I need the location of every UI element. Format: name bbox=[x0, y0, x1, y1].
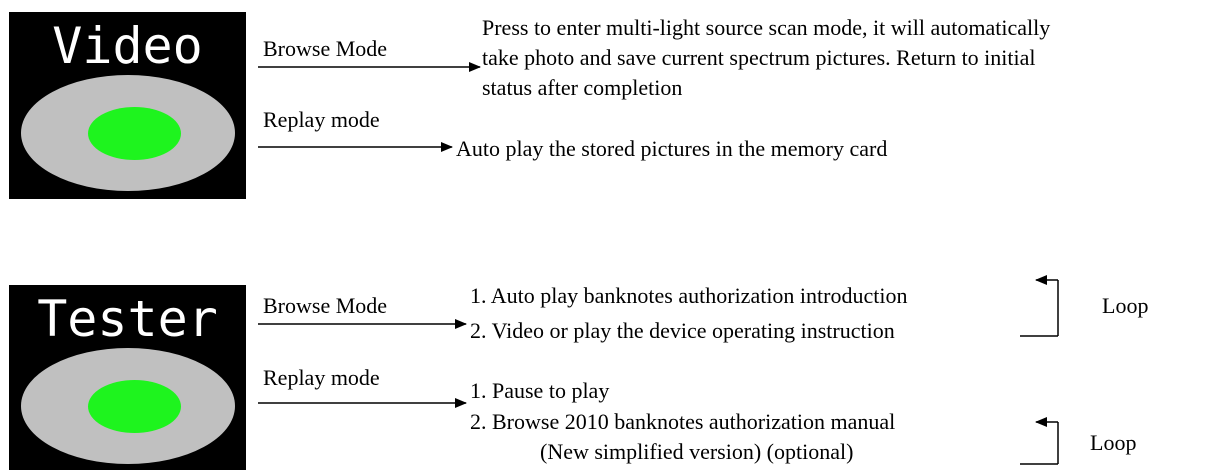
tester-indicator-icon bbox=[88, 380, 181, 433]
tester-browse-item-2: 2. Video or play the device operating in… bbox=[470, 318, 895, 343]
video-replay-mode-label: Replay mode bbox=[263, 107, 380, 132]
tester-button-label: Tester bbox=[37, 290, 218, 348]
video-button-label: Video bbox=[52, 17, 203, 75]
video-browse-desc-line-2: take photo and save current spectrum pic… bbox=[482, 45, 1036, 70]
video-browse-desc-line-1: Press to enter multi-light source scan m… bbox=[482, 15, 1051, 40]
tester-replay-mode-label: Replay mode bbox=[263, 365, 380, 390]
video-button[interactable]: Video bbox=[9, 12, 246, 199]
tester-browse-loop-bracket bbox=[1020, 275, 1059, 337]
tester-replay-loop-bracket bbox=[1020, 417, 1059, 465]
video-replay-desc: Auto play the stored pictures in the mem… bbox=[456, 136, 888, 161]
video-browse-mode-label: Browse Mode bbox=[263, 36, 388, 61]
tester-button[interactable]: Tester bbox=[9, 285, 246, 470]
tester-browse-item-1: 1. Auto play banknotes authorization int… bbox=[470, 283, 908, 308]
tester-replay-loop-label: Loop bbox=[1090, 430, 1137, 455]
tester-browse-mode-label: Browse Mode bbox=[263, 293, 388, 318]
tester-replay-item-2: 2. Browse 2010 banknotes authorization m… bbox=[470, 409, 896, 434]
video-indicator-icon bbox=[88, 107, 181, 160]
tester-replay-item-3: (New simplified version) (optional) bbox=[540, 439, 854, 464]
video-browse-desc-line-3: status after completion bbox=[482, 75, 683, 100]
tester-browse-loop-label: Loop bbox=[1102, 293, 1149, 318]
tester-replay-item-1: 1. Pause to play bbox=[470, 378, 610, 403]
